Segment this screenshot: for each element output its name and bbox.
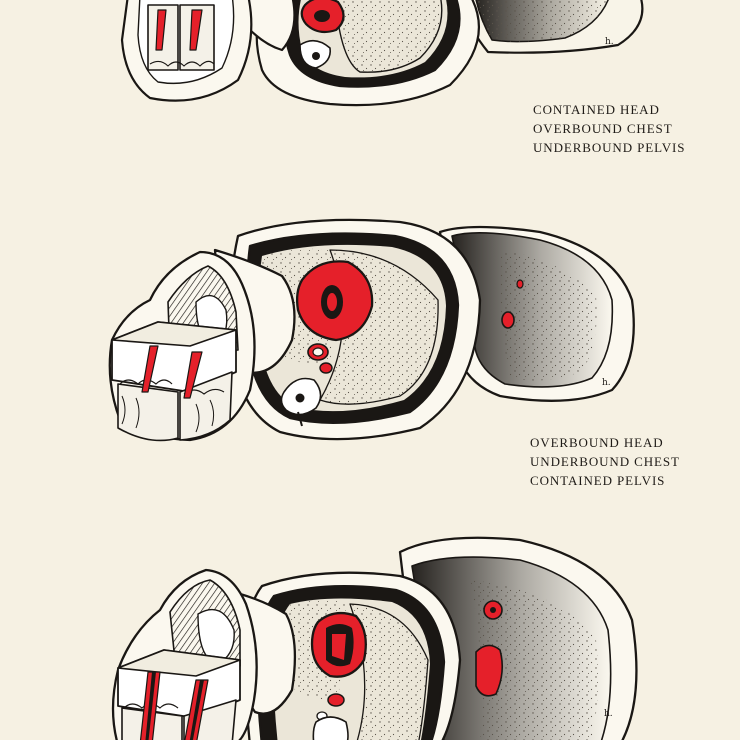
caption-line-chest: OVERBOUND CHEST (533, 121, 673, 136)
figure-1-chest (255, 0, 481, 107)
figure-3-head (111, 568, 258, 740)
caption-line-pelvis: CONTAINED PELVIS (530, 473, 666, 488)
caption-figure-2: OVERBOUND HEAD UNDERBOUND CHEST CONTAINE… (530, 433, 680, 490)
caption-figure-1: CONTAINED HEAD OVERBOUND CHEST UNDERBOUN… (533, 100, 685, 157)
figure-3-chest (243, 571, 462, 740)
caption-line-pelvis: UNDERBOUND PELVIS (533, 140, 686, 155)
caption-line-head: OVERBOUND HEAD (530, 435, 664, 450)
figure-1-body-section: h. (120, 0, 644, 107)
figure-3-pelvic-organ-lower (475, 644, 504, 697)
caption-line-head: CONTAINED HEAD (533, 102, 660, 117)
figure-3-vertebra (312, 716, 349, 740)
figure-2-signature: h. (602, 378, 611, 388)
figure-1-head (120, 0, 296, 102)
figure-2-chest (228, 218, 482, 441)
figure-1-brain-ventricle (155, 9, 167, 51)
figure-3-body-section: h. (111, 536, 638, 740)
figure-3-pelvis: h. (398, 536, 638, 740)
figure-3-signature: h. (604, 709, 613, 719)
caption-line-chest: UNDERBOUND CHEST (530, 454, 680, 469)
figure-2-brain-ventricle (141, 345, 159, 393)
figure-2-head (108, 250, 256, 442)
figure-2-pelvic-organ (501, 311, 515, 329)
figure-1-pelvis (456, 0, 644, 54)
figure-2-pelvis: h. (438, 225, 635, 402)
figure-2-body-section: h. (108, 218, 635, 442)
figure-1-signature: h. (605, 37, 614, 47)
